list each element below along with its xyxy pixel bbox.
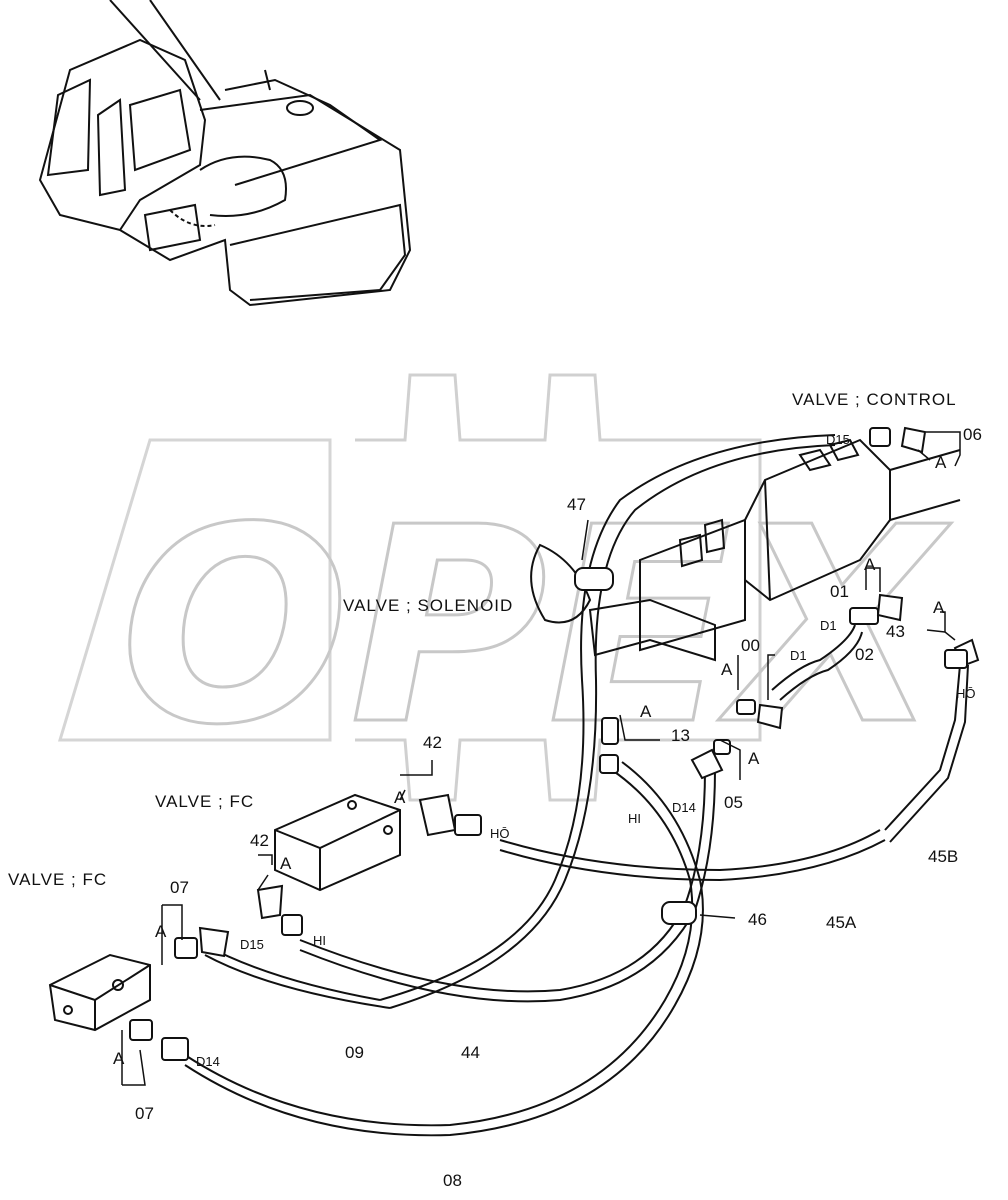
callout-07-bot: 07 (135, 1104, 154, 1123)
callout-42-mid: 42 (250, 831, 269, 850)
mark-a-07-top: A (155, 922, 167, 941)
tag-d14-mid: D14 (672, 800, 696, 815)
tag-ho-mid: HŌ (490, 826, 510, 841)
watermark-text: OPEX (120, 469, 951, 784)
mark-a-05: A (748, 749, 760, 768)
callout-45B: 45B (928, 847, 958, 866)
callout-13: 13 (671, 726, 690, 745)
hose-09 (379, 434, 836, 1001)
tag-d15-left: D15 (240, 937, 264, 952)
mark-a-42-top: A (394, 788, 406, 807)
caption-valve-fc-lower: VALVE ; FC (8, 870, 107, 889)
excavator-overview (38, 0, 412, 307)
callout-01: 01 (830, 582, 849, 601)
tag-d1-a: D1 (820, 618, 837, 633)
tag-hi-left: HI (313, 933, 326, 948)
tag-d1-b: D1 (790, 648, 807, 663)
callout-43: 43 (886, 622, 905, 641)
mark-a-06: A (935, 453, 947, 472)
mark-a-42-mid: A (280, 854, 292, 873)
fc-valve-blocks (48, 793, 401, 1032)
callout-08: 08 (443, 1171, 462, 1190)
callout-07-top: 07 (170, 878, 189, 897)
tag-hi-mid: HI (628, 811, 641, 826)
callout-06: 06 (963, 425, 982, 444)
callout-42-top: 42 (423, 733, 442, 752)
mark-a-07-bot: A (113, 1049, 125, 1068)
mark-a-13: A (640, 702, 652, 721)
callout-45A: 45A (826, 913, 857, 932)
tag-d14-left: D14 (196, 1054, 220, 1069)
callout-09: 09 (345, 1043, 364, 1062)
tag-ho-right: HŌ (956, 686, 976, 701)
callout-00: 00 (741, 636, 760, 655)
caption-valve-solenoid: VALVE ; SOLENOID (343, 596, 513, 615)
callout-46: 46 (748, 910, 767, 929)
leader-lines (121, 431, 961, 1086)
mark-a-43: A (933, 598, 945, 617)
callout-05: 05 (724, 793, 743, 812)
mark-a-00: A (721, 660, 733, 679)
mark-a-01: A (864, 555, 876, 574)
caption-valve-fc-upper: VALVE ; FC (155, 792, 254, 811)
tag-d15-top: D15 (826, 432, 850, 447)
caption-valve-control: VALVE ; CONTROL (792, 390, 957, 409)
callout-44: 44 (461, 1043, 480, 1062)
callout-47: 47 (567, 495, 586, 514)
callout-02: 02 (855, 645, 874, 664)
watermark: OPEX (57, 373, 953, 802)
hoses (184, 434, 969, 1137)
